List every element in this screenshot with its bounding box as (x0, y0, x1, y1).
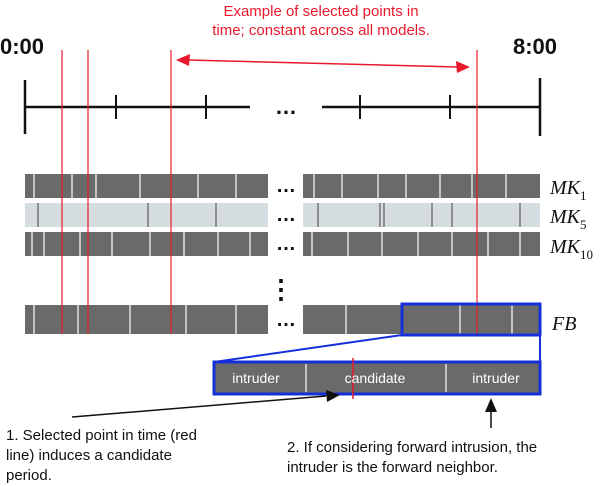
row-mk5-ellipsis: … (276, 204, 296, 226)
row-mk5: … MK5 (25, 203, 587, 232)
top-annotation-arrow-line (187, 59, 459, 68)
row-mk1-label-sub: 1 (580, 188, 587, 203)
top-annotation: Example of selected points in time; cons… (176, 3, 470, 73)
row-mk10-bar-left (25, 232, 268, 256)
top-annotation-arrowhead-right (456, 61, 470, 73)
row-mk10-ellipsis: … (276, 233, 296, 255)
row-mk5-label: MK5 (549, 206, 587, 232)
timeline-end-label: 8:00 (513, 34, 557, 59)
top-annotation-line2: time; constant across all models. (212, 22, 430, 39)
note-right: 2. If considering forward intrusion, the… (287, 398, 537, 476)
row-mk1-bar-left (25, 174, 268, 198)
row-mk1-boundaries (33, 174, 507, 198)
note-left-arrowhead (326, 390, 340, 402)
row-fb: … FB (25, 305, 576, 335)
zoom-panel-box (212, 360, 542, 396)
row-fb-ellipsis: … (276, 309, 296, 331)
row-fb-bar-left (25, 305, 268, 334)
zoom-panel: intruder candidate intruder (212, 358, 542, 399)
model-rows: … MK1 … MK5 (25, 174, 593, 335)
note-right-arrowhead (485, 398, 497, 412)
row-mk1-label: MK1 (549, 177, 587, 203)
row-mk5-label-sub: 5 (580, 217, 587, 232)
note-left-line3: period. (6, 467, 52, 484)
zoom-segment-candidate: candidate (345, 370, 406, 386)
row-mk1-ellipsis: … (276, 175, 296, 197)
row-mk1-bar-right (303, 174, 540, 198)
row-mk5-boundaries (37, 203, 521, 227)
row-mk5-bar-right (303, 203, 540, 227)
top-annotation-arrowhead-left (176, 54, 190, 66)
row-mk10: … MK10 (25, 232, 593, 262)
zoom-segment-intruder-left: intruder (232, 370, 280, 386)
note-left-line2: line) induces a candidate (6, 447, 172, 464)
zoom-connector-left (213, 334, 403, 363)
row-mk10-label-sub: 10 (580, 247, 593, 262)
row-mk10-bar-right (303, 232, 540, 256)
row-mk10-label: MK10 (549, 236, 593, 262)
row-mk5-label-base: MK (549, 206, 582, 228)
zoom-source-box (400, 302, 542, 337)
top-annotation-line1: Example of selected points in (223, 3, 418, 20)
note-right-line2: intruder is the forward neighbor. (287, 459, 498, 476)
zoom-segment-intruder-right: intruder (472, 370, 520, 386)
timeline-ellipsis: … (275, 94, 297, 119)
row-mk10-label-base: MK (549, 236, 582, 258)
note-left-arrow-line (71, 395, 327, 418)
row-mk1: … MK1 (25, 174, 587, 203)
note-left-line1: 1. Selected point in time (red (6, 427, 197, 444)
row-fb-boundaries (33, 305, 513, 334)
row-mk5-bar-left (25, 203, 268, 227)
zoom-connector (213, 302, 542, 363)
selected-point-lines (61, 50, 478, 334)
note-right-line1: 2. If considering forward intrusion, the (287, 439, 537, 456)
row-mk1-label-base: MK (549, 177, 582, 199)
rows-vertical-ellipsis: ⋮ (268, 274, 294, 304)
row-fb-bar-right (303, 305, 540, 334)
note-left: 1. Selected point in time (red line) ind… (6, 390, 340, 484)
row-fb-label: FB (551, 313, 576, 335)
timeline-start-label: 0:00 (0, 34, 44, 59)
timeline: 0:00 8:00 … (0, 34, 557, 136)
row-mk10-boundaries (31, 232, 521, 256)
